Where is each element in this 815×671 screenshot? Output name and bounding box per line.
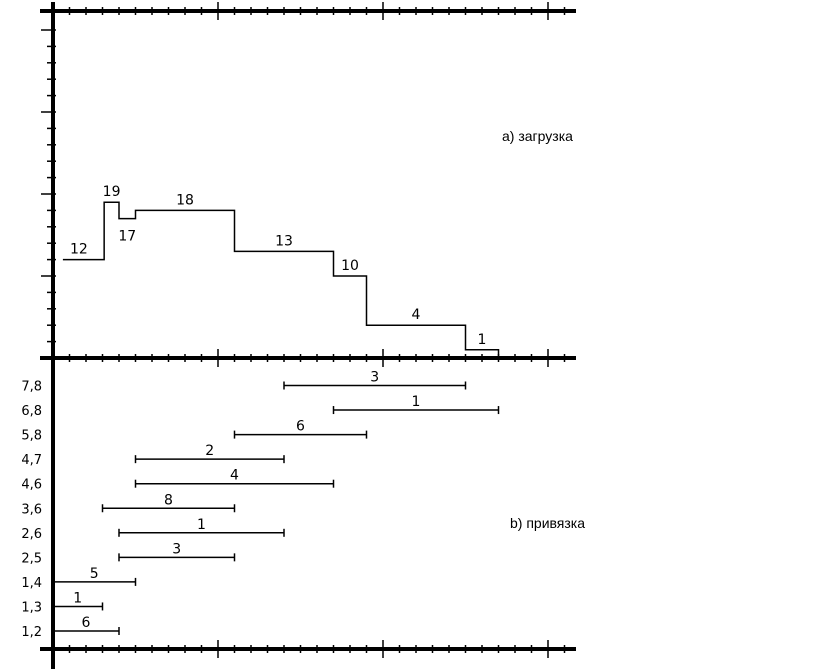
interval-label: 3 — [172, 541, 181, 557]
interval-label: 1 — [73, 590, 82, 606]
load-step-profile — [62, 201, 500, 356]
load-step-line — [62, 201, 500, 356]
labels: 1219171813104137,816,865,824,744,683,612… — [21, 184, 486, 640]
step-label: 10 — [341, 258, 359, 274]
row-label: 4,6 — [21, 478, 42, 493]
interval-label: 6 — [296, 419, 305, 435]
row-label: 1,3 — [21, 600, 42, 615]
row-label: 2,6 — [21, 527, 42, 542]
row-label: 3,6 — [21, 502, 42, 517]
row-label: 2,5 — [21, 551, 42, 566]
interval-label: 6 — [82, 615, 91, 631]
interval-label: 4 — [230, 468, 239, 484]
caption-binding: b) привязка — [510, 515, 585, 531]
row-label: 5,8 — [21, 429, 42, 444]
axes — [40, 2, 576, 669]
row-label: 1,4 — [21, 576, 42, 591]
row-label: 1,2 — [21, 625, 42, 640]
tick-marks — [41, 2, 566, 658]
row-label: 6,8 — [21, 404, 42, 419]
interval-label: 1 — [412, 394, 421, 410]
interval-label: 5 — [90, 566, 99, 582]
interval-label: 1 — [197, 517, 206, 533]
interval-label: 2 — [205, 443, 214, 459]
step-label: 12 — [70, 242, 88, 258]
interval-label: 3 — [370, 370, 379, 386]
row-label: 7,8 — [21, 380, 42, 395]
binding-intervals — [53, 381, 500, 635]
row-label: 4,7 — [21, 453, 42, 468]
interval-label: 8 — [164, 492, 173, 508]
step-label: 19 — [103, 184, 121, 200]
step-label: 18 — [176, 192, 194, 208]
step-label: 1 — [478, 332, 487, 348]
step-label: 13 — [275, 233, 293, 249]
step-label: 17 — [118, 229, 136, 245]
caption-load: a) загрузка — [502, 128, 573, 144]
step-label: 4 — [412, 307, 421, 323]
